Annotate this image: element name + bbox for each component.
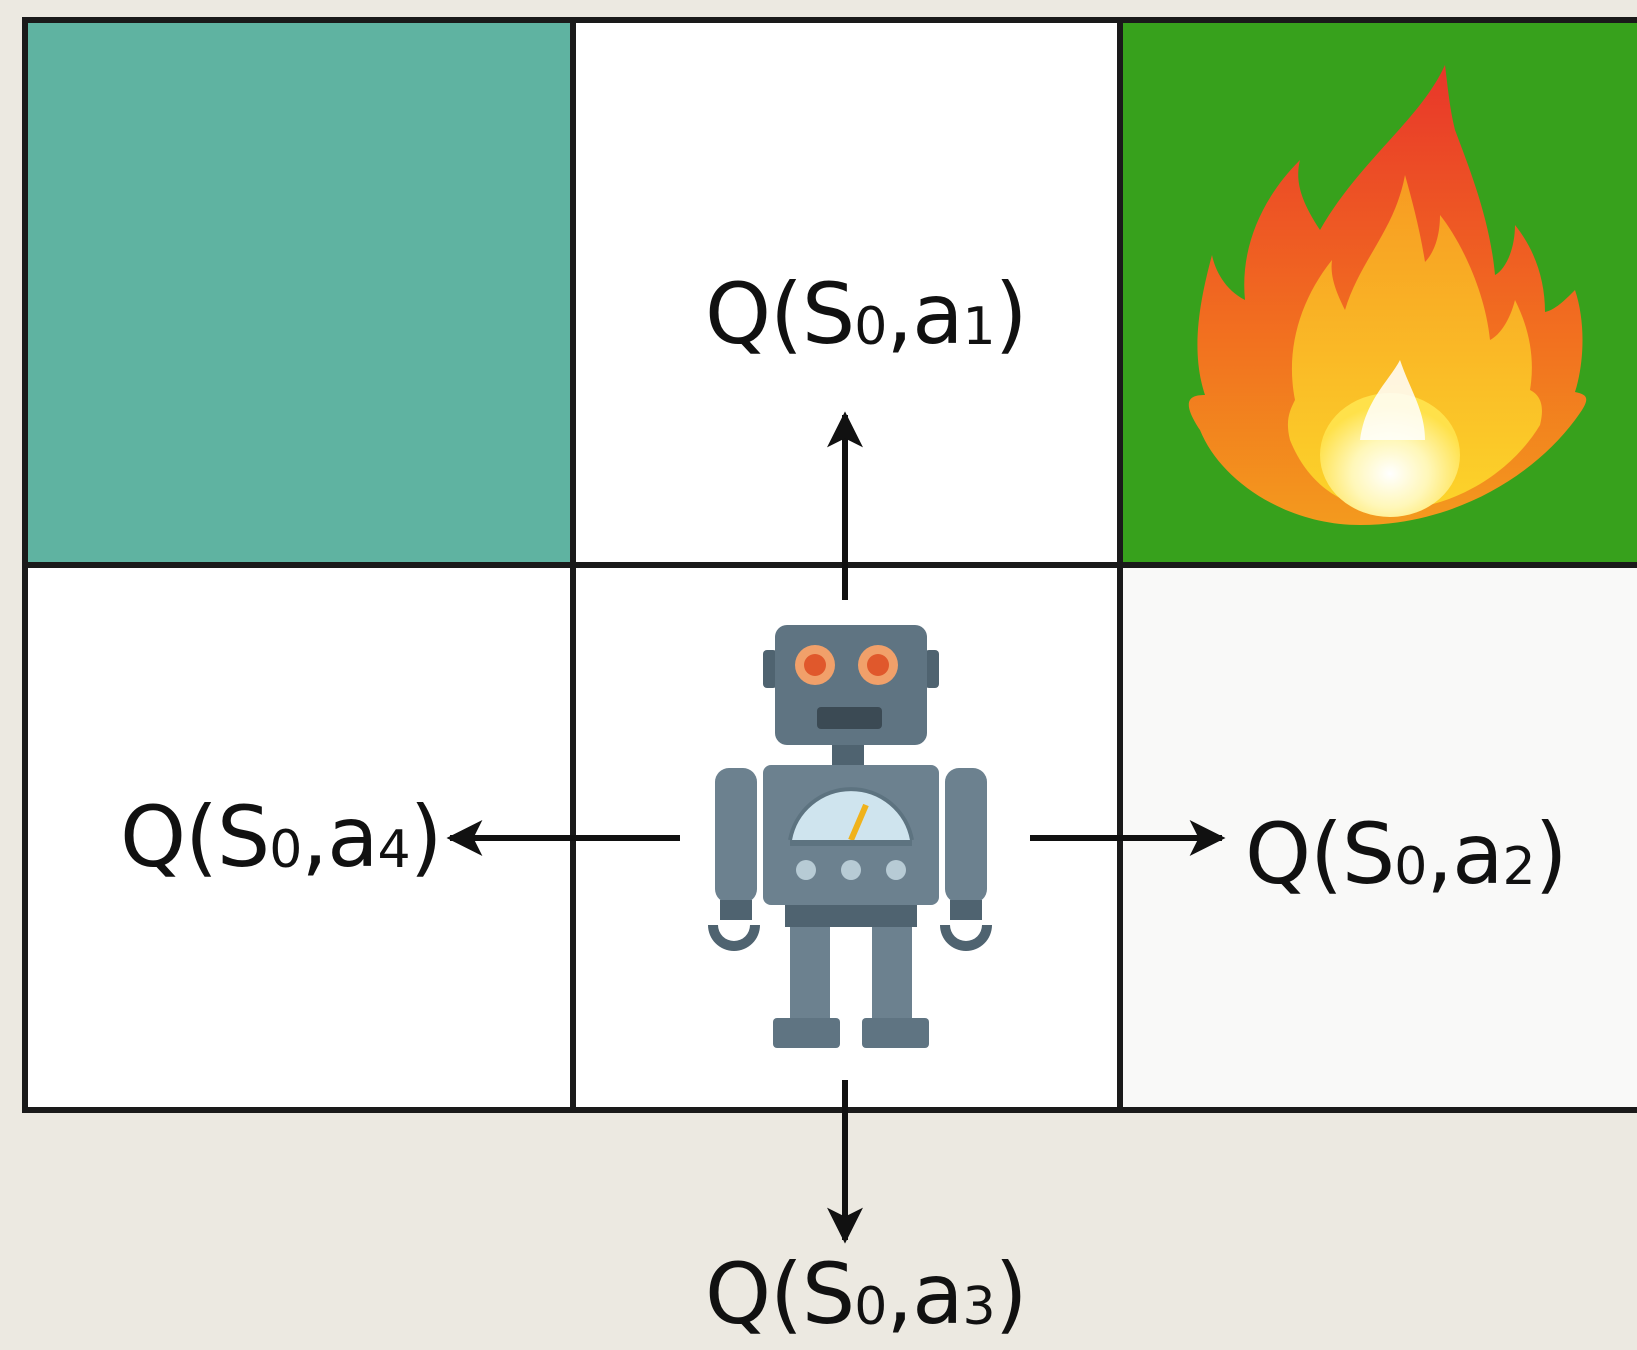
action-subscript: 3 [962, 1277, 996, 1338]
fire-icon [1188, 65, 1587, 525]
robot-icon [708, 625, 992, 1048]
q-open: Q( [120, 788, 218, 886]
state-subscript: 0 [854, 297, 887, 358]
action-symbol: a [327, 788, 378, 886]
state-subscript: 0 [1394, 837, 1427, 898]
q-close: ) [994, 265, 1028, 363]
state-symbol: S [1341, 805, 1395, 903]
state-symbol: S [801, 265, 855, 363]
state-subscript: 0 [854, 1277, 887, 1338]
action-subscript: 4 [377, 820, 411, 881]
separator: , [301, 788, 328, 886]
q-close: ) [1534, 805, 1568, 903]
q-open: Q( [705, 1245, 803, 1343]
action-subscript: 1 [962, 297, 996, 358]
separator: , [1426, 805, 1453, 903]
state-subscript: 0 [269, 820, 302, 881]
q-label-up: Q(S0,a1) [705, 265, 1028, 363]
q-label-right: Q(S0,a2) [1245, 805, 1568, 903]
separator: , [886, 265, 913, 363]
action-symbol: a [912, 265, 963, 363]
action-symbol: a [912, 1245, 963, 1343]
cell-teal [25, 20, 573, 565]
state-symbol: S [801, 1245, 855, 1343]
separator: , [886, 1245, 913, 1343]
q-label-down: Q(S0,a3) [705, 1245, 1028, 1343]
state-symbol: S [216, 788, 270, 886]
action-subscript: 2 [1502, 837, 1536, 898]
q-close: ) [994, 1245, 1028, 1343]
q-open: Q( [1245, 805, 1343, 903]
grid-lines [22, 17, 1637, 1113]
q-label-left: Q(S0,a4) [120, 788, 443, 886]
q-close: ) [409, 788, 443, 886]
q-open: Q( [705, 265, 803, 363]
action-symbol: a [1452, 805, 1503, 903]
